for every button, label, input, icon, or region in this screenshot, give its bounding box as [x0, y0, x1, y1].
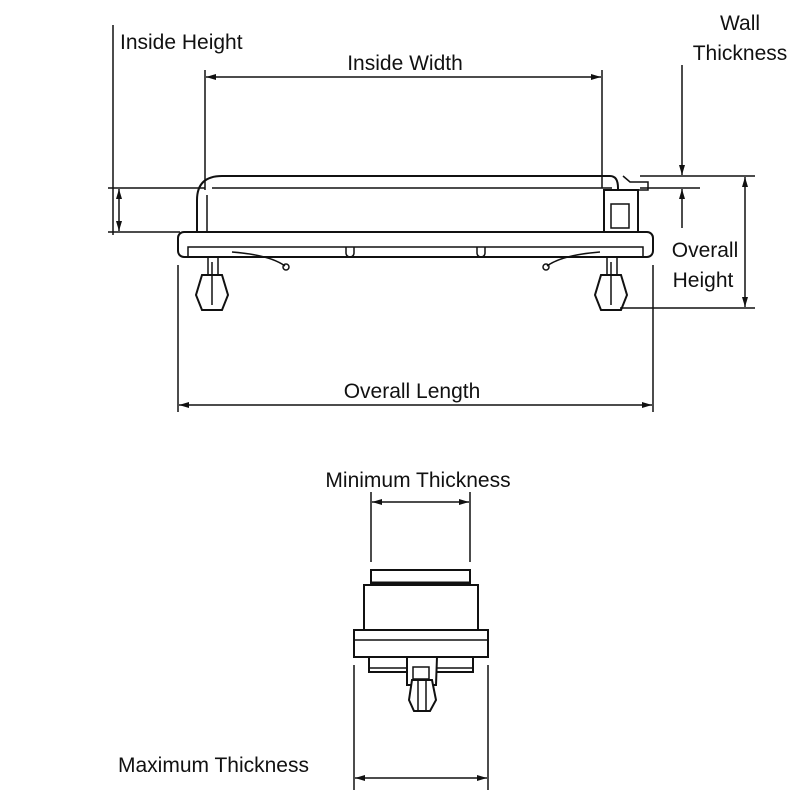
end-view-part: [353, 569, 489, 712]
overall-length-label: Overall Length: [344, 380, 481, 403]
maximum-thickness-dimension: Maximum Thickness: [118, 665, 489, 790]
maximum-thickness-label: Maximum Thickness: [118, 754, 309, 777]
wall-thickness-dimension: Wall Thickness: [640, 12, 787, 228]
overall-height-label-line2: Height: [673, 269, 734, 292]
overall-height-dimension: Overall Height: [620, 177, 755, 309]
wall-thickness-label-line1: Wall: [720, 12, 760, 35]
side-view-part: [177, 175, 654, 311]
left-foot: [194, 256, 230, 311]
overall-length-dimension: Overall Length: [177, 265, 654, 412]
overall-height-label-line1: Overall: [672, 239, 739, 262]
inside-width-label: Inside Width: [347, 52, 463, 75]
inside-height-label: Inside Height: [120, 31, 243, 54]
wall-thickness-label-line2: Thickness: [693, 42, 788, 65]
minimum-thickness-dimension: Minimum Thickness: [325, 469, 511, 562]
minimum-thickness-label: Minimum Thickness: [325, 469, 510, 492]
inside-width-dimension: Inside Width: [204, 52, 603, 190]
inside-height-dimension: Inside Height: [108, 25, 243, 235]
lid: [196, 175, 619, 232]
wall-latch: [603, 189, 639, 233]
right-foot: [593, 256, 629, 311]
